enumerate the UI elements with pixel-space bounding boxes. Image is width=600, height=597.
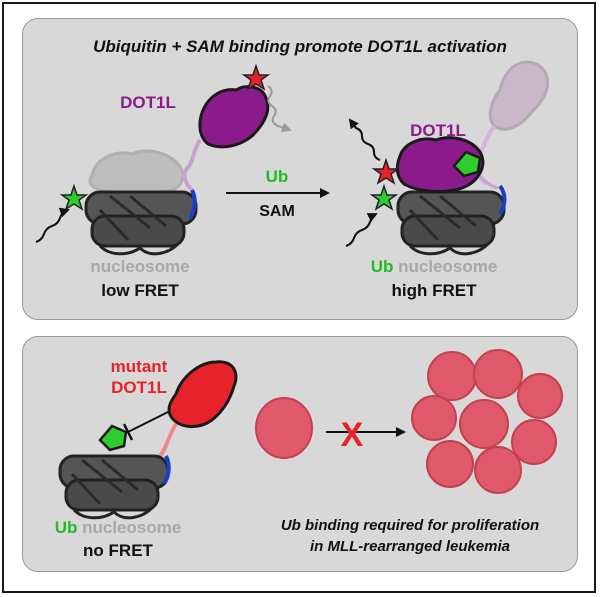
inhibition-line [127,411,169,433]
ub-label-bottom: Ub [55,518,78,537]
acceptor-star-right [371,157,401,185]
inhibition-bar [122,423,134,441]
reaction-sam-label: SAM [259,203,295,220]
single-cell [255,397,313,459]
dna-end-right [498,184,507,216]
substrate-label-right: Ub nucleosome [371,257,498,276]
faded-emission-squiggle [267,85,292,133]
cell-cluster [411,349,563,494]
excitation-squiggle-right [345,213,378,247]
dot1l-left [198,85,270,149]
ubiquitin-right [452,150,482,178]
cluster-cell [459,399,509,449]
proliferation-block: X Ub binding required for proliferation … [255,349,563,555]
linker-right [478,174,499,190]
cluster-cell [511,419,557,465]
nucleosome-left [84,190,198,256]
readout-left: low FRET [101,281,179,300]
ubiquitin-bottom [98,424,128,452]
mutant-state: mutant DOT1L Ub nucleosome no FRET [55,357,238,560]
nucleosome-label-right: nucleosome [398,257,497,276]
mutant-label-line1: mutant [111,357,168,376]
nucleosome-bottom [58,454,170,520]
dna-end-left [188,189,197,220]
cluster-cell [517,373,563,419]
donor-star-left [59,183,89,211]
faded-dot1l-shadow [88,149,185,195]
ub-label-right: Ub [371,257,394,276]
dot1l-label-left: DOT1L [120,93,176,112]
faded-dot1l-ghost [488,60,549,131]
top-panel-title: Ubiquitin + SAM binding promote DOT1L ac… [93,37,507,56]
donor-star-right [369,183,399,211]
mutant-label-line2: DOT1L [111,378,167,397]
dot1l-label-right: DOT1L [410,121,466,140]
readout-bottom: no FRET [83,541,153,560]
readout-right: high FRET [392,281,478,300]
nucleosome-label-bottom: nucleosome [82,518,181,537]
block-mark: X [341,416,364,454]
cluster-cell [473,349,523,399]
acceptor-star-left [241,63,271,91]
nucleosome-label-left: nucleosome [90,257,189,276]
left-state: DOT1L nucleosome low FRET [35,63,292,300]
nucleosome-right [396,190,506,256]
cluster-cell [426,440,474,488]
caption-line2: in MLL-rearranged leukemia [310,538,510,555]
dot1l-right [395,136,485,193]
substrate-label-bottom: Ub nucleosome [55,518,182,537]
reaction-ub-label: Ub [266,167,289,186]
dna-end-bottom [162,455,171,486]
cluster-cell [427,351,477,401]
cluster-cell [411,395,457,441]
mutant-dot1l [167,360,238,428]
caption-line1: Ub binding required for proliferation [281,517,539,534]
right-state: DOT1L Ub nucleosome high FRET [345,60,549,300]
emission-squiggle-right [348,118,381,161]
reaction-arrow: Ub SAM [226,167,330,220]
dot1l-linker [182,138,202,192]
excitation-squiggle-left [35,207,70,243]
cluster-cell [474,446,522,494]
